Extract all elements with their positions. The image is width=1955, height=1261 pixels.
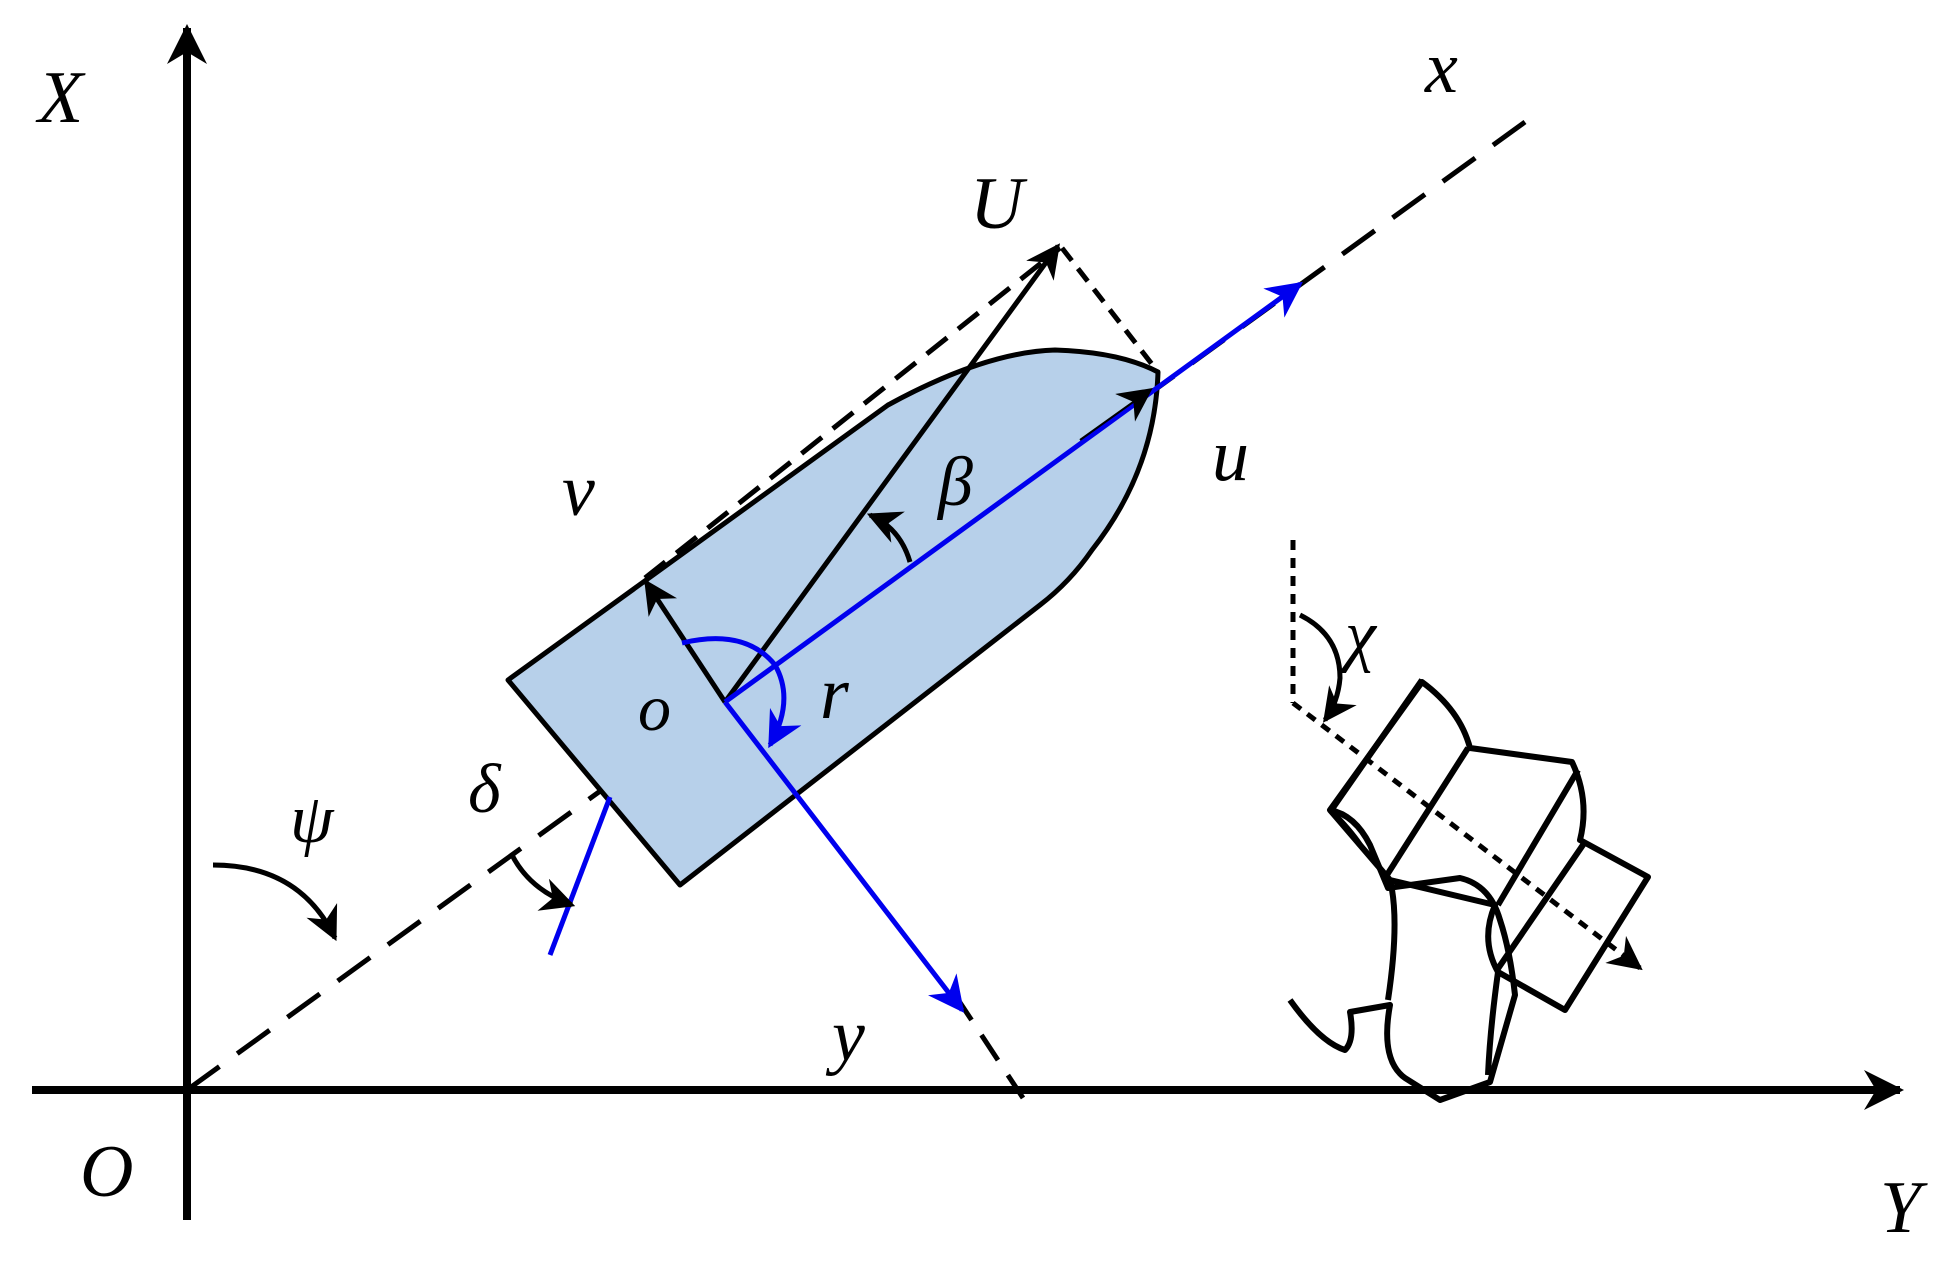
heading-angle-arc [212, 862, 338, 942]
body-x-axis-label: x [1424, 27, 1458, 109]
propeller-icon [1287, 678, 1651, 1103]
surge-projection-dashed [1060, 246, 1160, 374]
surge-velocity-arrow [1079, 388, 1153, 441]
earth-x-axis-label: X [35, 57, 86, 139]
body-origin-label: o [638, 672, 671, 745]
propeller-axis-dotted [1291, 701, 1643, 971]
drift-angle-arc [866, 511, 913, 563]
total-velocity-label: U [970, 163, 1028, 245]
sway-projection-dashed [643, 246, 1062, 580]
body-x-axis-arrow [723, 281, 1303, 705]
sway-velocity-label: v [562, 450, 595, 532]
body-y-axis-label: y [825, 995, 865, 1077]
drift-angle-label: β [936, 444, 973, 521]
rudder-line-icon [547, 796, 613, 956]
yaw-rate-arc [681, 636, 802, 749]
earth-origin-label: O [80, 1131, 133, 1213]
earth-y-axis-label: Y [1880, 1167, 1928, 1249]
propeller-angle-arc [1298, 612, 1357, 723]
yaw-rate-label: r [820, 653, 850, 735]
rudder-angle-label: δ [468, 751, 502, 828]
total-velocity-arrow [722, 243, 1061, 704]
surge-velocity-label: u [1212, 415, 1249, 497]
body-y-axis-dashed [952, 993, 1026, 1100]
rudder-angle-arc [509, 853, 576, 911]
heading-angle-label: ψ [290, 781, 335, 858]
body-y-axis-arrow [723, 700, 965, 1013]
propeller-angle-label: χ [1339, 597, 1378, 674]
